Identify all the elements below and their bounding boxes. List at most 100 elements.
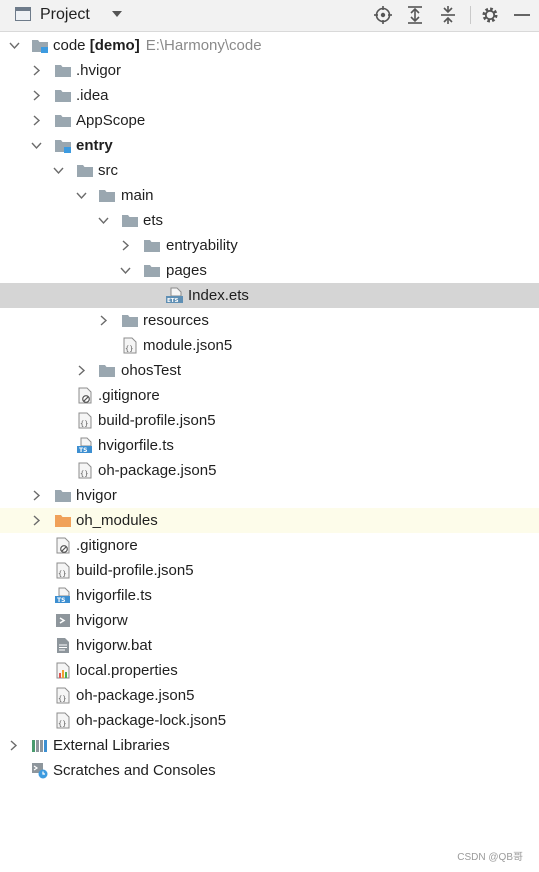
chevron-down-icon[interactable] xyxy=(9,40,20,51)
json-file-icon xyxy=(76,462,94,479)
chevron-right-icon[interactable] xyxy=(76,365,87,376)
tree-item-label: .gitignore xyxy=(98,387,160,404)
project-view-title[interactable]: Project xyxy=(40,6,90,23)
tree-item-oh-modules[interactable]: oh_modules xyxy=(0,508,539,533)
tree-item-label: AppScope xyxy=(76,112,146,129)
tree-item-entry-build-profile[interactable]: build-profile.json5 xyxy=(0,408,539,433)
minimize-icon[interactable] xyxy=(512,5,532,25)
folder-icon xyxy=(54,487,72,504)
tree-item-src[interactable]: src xyxy=(0,158,539,183)
chevron-right-icon[interactable] xyxy=(8,740,19,751)
tree-item-hvigorw[interactable]: hvigorw xyxy=(0,608,539,633)
tree-item-hvigor[interactable]: hvigor xyxy=(0,483,539,508)
module-folder-icon xyxy=(54,137,72,154)
tree-item-label: code [demo]E:\Harmony\code xyxy=(53,37,262,54)
tree-item-label: Scratches and Consoles xyxy=(53,762,216,779)
bat-file-icon xyxy=(54,637,72,654)
tree-item-entry[interactable]: entry xyxy=(0,133,539,158)
tree-item-index-ets[interactable]: Index.ets xyxy=(0,283,539,308)
gitignore-file-icon xyxy=(54,537,72,554)
tree-item-appscope[interactable]: AppScope xyxy=(0,108,539,133)
locate-icon[interactable] xyxy=(373,5,393,25)
chevron-down-icon[interactable] xyxy=(98,215,109,226)
chevron-down-icon[interactable] xyxy=(111,8,123,20)
tree-item-ohostest[interactable]: ohosTest xyxy=(0,358,539,383)
chevron-right-icon[interactable] xyxy=(31,115,42,126)
expand-all-icon[interactable] xyxy=(405,5,425,25)
tree-item-ets[interactable]: ets xyxy=(0,208,539,233)
tree-item-label: build-profile.json5 xyxy=(98,412,216,429)
ets-file-icon xyxy=(166,287,184,304)
tree-item-label: hvigorfile.ts xyxy=(98,437,174,454)
tree-item-label: oh-package.json5 xyxy=(98,462,217,479)
shell-script-icon xyxy=(54,612,72,629)
tree-item-label: hvigorw.bat xyxy=(76,637,152,654)
chevron-down-icon[interactable] xyxy=(120,265,131,276)
folder-icon xyxy=(54,62,72,79)
panel-icon[interactable] xyxy=(15,7,31,21)
tree-item-label: hvigorw xyxy=(76,612,128,629)
tree-item-scratches[interactable]: Scratches and Consoles xyxy=(0,758,539,783)
tree-item-local-properties[interactable]: local.properties xyxy=(0,658,539,683)
scratches-icon xyxy=(31,762,49,779)
tree-item-external-libraries[interactable]: External Libraries xyxy=(0,733,539,758)
tree-item-label: .gitignore xyxy=(76,537,138,554)
tree-item-label: hvigorfile.ts xyxy=(76,587,152,604)
module-folder-icon xyxy=(31,37,49,54)
toolbar-divider xyxy=(470,6,471,24)
json-file-icon xyxy=(54,562,72,579)
chevron-right-icon[interactable] xyxy=(98,315,109,326)
tree-item-module-json5[interactable]: module.json5 xyxy=(0,333,539,358)
tree-item-main[interactable]: main xyxy=(0,183,539,208)
folder-icon xyxy=(121,312,139,329)
folder-icon xyxy=(54,87,72,104)
tree-item-label: ets xyxy=(143,212,164,229)
tree-item-entry-hvigorfile[interactable]: hvigorfile.ts xyxy=(0,433,539,458)
chevron-right-icon[interactable] xyxy=(120,240,131,251)
tree-item-label: local.properties xyxy=(76,662,178,679)
tree-item-entry-oh-package[interactable]: oh-package.json5 xyxy=(0,458,539,483)
tree-item-pages[interactable]: pages xyxy=(0,258,539,283)
chevron-down-icon[interactable] xyxy=(76,190,87,201)
tree-item-label: entry xyxy=(76,137,113,154)
tree-item-label: oh-package-lock.json5 xyxy=(76,712,227,729)
chevron-down-icon[interactable] xyxy=(31,140,42,151)
collapse-all-icon[interactable] xyxy=(438,5,458,25)
chevron-right-icon[interactable] xyxy=(31,490,42,501)
json-file-icon xyxy=(54,712,72,729)
tree-item-label: Index.ets xyxy=(188,287,249,304)
tree-item-label: oh_modules xyxy=(76,512,158,529)
tree-item-oh-package-lock[interactable]: oh-package-lock.json5 xyxy=(0,708,539,733)
chevron-right-icon[interactable] xyxy=(31,90,42,101)
ts-file-icon xyxy=(54,587,72,604)
gitignore-file-icon xyxy=(76,387,94,404)
gear-icon[interactable] xyxy=(480,5,500,25)
tree-item-build-profile[interactable]: build-profile.json5 xyxy=(0,558,539,583)
tree-item-hvigor-dot[interactable]: .hvigor xyxy=(0,58,539,83)
tree-item-idea[interactable]: .idea xyxy=(0,83,539,108)
tree-item-entryability[interactable]: entryability xyxy=(0,233,539,258)
tree-item-label: build-profile.json5 xyxy=(76,562,194,579)
folder-icon xyxy=(121,212,139,229)
tree-item-resources[interactable]: resources xyxy=(0,308,539,333)
chevron-right-icon[interactable] xyxy=(31,515,42,526)
project-toolbar: Project xyxy=(0,0,539,32)
tree-item-label: .idea xyxy=(76,87,109,104)
chevron-down-icon[interactable] xyxy=(53,165,64,176)
excluded-folder-icon xyxy=(54,512,72,529)
json-file-icon xyxy=(54,687,72,704)
tree-item-label: main xyxy=(121,187,154,204)
libraries-icon xyxy=(31,737,49,754)
chevron-right-icon[interactable] xyxy=(31,65,42,76)
watermark: CSDN @QB哥 xyxy=(457,852,523,863)
tree-item-label: src xyxy=(98,162,118,179)
json-file-icon xyxy=(76,412,94,429)
tree-item-entry-gitignore[interactable]: .gitignore xyxy=(0,383,539,408)
tree-item-hvigorfile[interactable]: hvigorfile.ts xyxy=(0,583,539,608)
tree-item-label: module.json5 xyxy=(143,337,233,354)
tree-item-label: .hvigor xyxy=(76,62,122,79)
tree-item-hvigorw-bat[interactable]: hvigorw.bat xyxy=(0,633,539,658)
tree-item-gitignore[interactable]: .gitignore xyxy=(0,533,539,558)
tree-item-code-root[interactable]: code [demo]E:\Harmony\code xyxy=(0,33,539,58)
tree-item-oh-package[interactable]: oh-package.json5 xyxy=(0,683,539,708)
